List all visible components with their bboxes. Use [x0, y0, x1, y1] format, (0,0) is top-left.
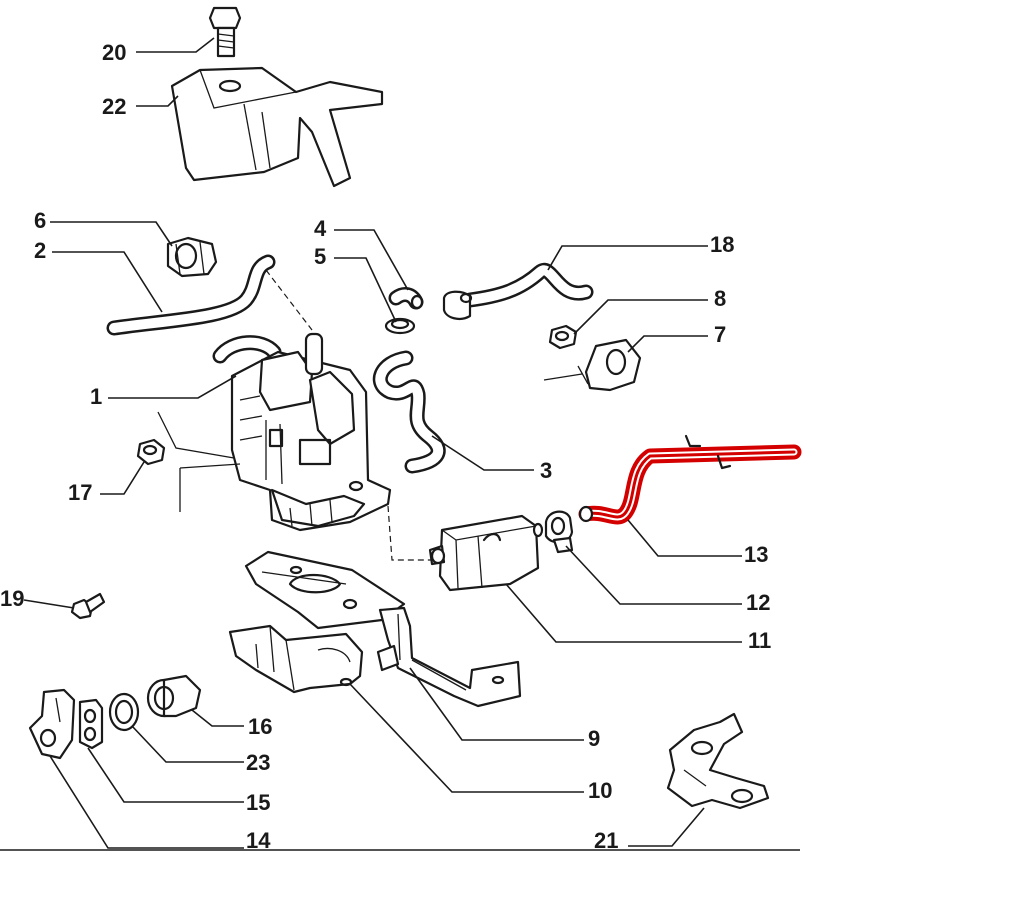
callout-6: 6: [34, 208, 46, 233]
part-14-bracket: [28, 688, 76, 760]
part-5-clamp: [384, 317, 416, 335]
callout-23: 23: [246, 750, 270, 775]
part-18-hose: [442, 262, 594, 320]
part-21-bracket: [666, 712, 770, 810]
part-6-clip: [166, 236, 218, 278]
part-4-elbow: [388, 287, 424, 310]
part-15-plate: [78, 698, 104, 750]
part-16-sensor: [146, 674, 202, 718]
callout-9: 9: [588, 726, 600, 751]
callout-5: 5: [314, 244, 326, 269]
callout-21: 21: [594, 828, 618, 853]
callout-20: 20: [102, 40, 126, 65]
callout-8: 8: [714, 286, 726, 311]
part-2-hose: [106, 254, 276, 336]
part-22-bracket: [170, 66, 384, 188]
part-23-seal: [108, 692, 140, 732]
callout-15: 15: [246, 790, 270, 815]
part-10-shield: [228, 624, 364, 694]
callout-14: 14: [246, 828, 271, 853]
callout-18: 18: [710, 232, 734, 257]
callout-2: 2: [34, 238, 46, 263]
callout-19: 19: [0, 586, 24, 611]
part-13-hose-highlighted: [578, 434, 802, 525]
part-8-nut: [548, 324, 578, 350]
callout-3: 3: [540, 458, 552, 483]
callout-4: 4: [314, 216, 327, 241]
part-11-canister: [428, 514, 544, 592]
part-9-bracket: [376, 606, 522, 708]
part-19-screw: [70, 592, 106, 620]
leader-lines: [23, 37, 742, 849]
callout-10: 10: [588, 778, 612, 803]
part-20-bolt: [208, 6, 242, 58]
callout-labels: 20 22 6 2 1 17 19 4 5 3 18 8 7 13 12 11 …: [0, 40, 771, 853]
callout-1: 1: [90, 384, 102, 409]
part-7-bracket: [543, 338, 642, 392]
callout-7: 7: [714, 322, 726, 347]
callout-22: 22: [102, 94, 126, 119]
part-17-nut: [136, 438, 166, 466]
part-1-module: [157, 332, 392, 532]
callout-16: 16: [248, 714, 272, 739]
callout-11: 11: [748, 628, 771, 653]
part-3-hose: [372, 350, 446, 474]
callout-13: 13: [744, 542, 768, 567]
part-12-clamp: [544, 510, 574, 554]
callout-12: 12: [746, 590, 770, 615]
callout-17: 17: [68, 480, 92, 505]
part-tray: [244, 550, 406, 630]
